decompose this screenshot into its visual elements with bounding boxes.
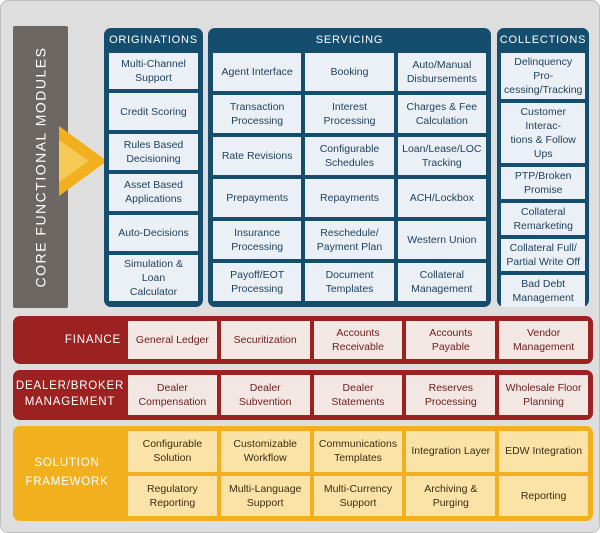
dealer-broker-band: DEALER/BROKER MANAGEMENT Dealer Compensa… (13, 370, 593, 420)
servicing-grid: Agent Interface Booking Auto/Manual Disb… (213, 53, 486, 301)
core-label-text: CORE FUNCTIONAL MODULES (32, 46, 49, 288)
dealer-broker-label: DEALER/BROKER MANAGEMENT (15, 380, 125, 408)
servicing-title: SERVICING (315, 34, 384, 46)
core-functional-modules-label: CORE FUNCTIONAL MODULES (13, 26, 68, 308)
finance-band: FINANCE General Ledger Securitization Ac… (13, 316, 593, 364)
dealer-item: Reserves Processing (406, 375, 496, 415)
servicing-item: Rate Revisions (213, 137, 302, 175)
finance-item: Accounts Receivable (313, 321, 403, 359)
collections-item: Bad Debt Management (501, 275, 586, 307)
servicing-item: ACH/Lockbox (397, 179, 486, 217)
dealer-item: Wholesale Floor Planning (499, 375, 588, 415)
finance-item: General Ledger (128, 321, 217, 359)
servicing-item: Booking (305, 53, 394, 91)
collections-title: COLLECTIONS (499, 34, 587, 46)
solution-item: EDW Integration (499, 431, 588, 472)
dealer-grid: Dealer Compensation Dealer Subvention De… (128, 375, 588, 415)
solution-item: Configurable Solution (128, 431, 217, 472)
servicing-item: Loan/Lease/LOC Tracking (397, 137, 486, 175)
originations-panel: ORIGINATIONS Multi-Channel Support Credi… (104, 28, 203, 307)
servicing-item: Interest Processing (305, 95, 394, 133)
solution-item: Multi-Currency Support (313, 475, 403, 516)
finance-item: Accounts Payable (406, 321, 496, 359)
servicing-item: Charges & Fee Calculation (397, 95, 486, 133)
solution-item: Archiving & Purging (406, 475, 496, 516)
finance-label: FINANCE (64, 334, 121, 346)
servicing-item: Transaction Processing (213, 95, 302, 133)
servicing-item: Agent Interface (213, 53, 302, 91)
servicing-item: Repayments (305, 179, 394, 217)
solution-item: Customizable Workflow (220, 431, 310, 472)
collections-grid: Delinquency Pro- cessing/Tracking Custom… (501, 53, 586, 307)
collections-item: Customer Interac- tions & Follow Ups (501, 103, 586, 163)
originations-item: Auto-Decisions (109, 214, 198, 251)
finance-grid: General Ledger Securitization Accounts R… (128, 321, 588, 359)
servicing-item: Configurable Schedules (305, 137, 394, 175)
collections-item: Collateral Full/ Partial Write Off (501, 239, 586, 271)
servicing-item: Auto/Manual Disbursements (397, 53, 486, 91)
servicing-item: Collateral Management (397, 263, 486, 301)
servicing-item: Insurance Processing (213, 221, 302, 259)
solution-item: Regulatory Reporting (128, 475, 217, 516)
solution-framework-label: SOLUTION FRAMEWORK (25, 457, 109, 488)
servicing-item: Prepayments (213, 179, 302, 217)
originations-item: Rules Based Decisioning (109, 133, 198, 171)
yellow-arrow-icon (59, 126, 107, 196)
servicing-panel: SERVICING Agent Interface Booking Auto/M… (208, 28, 491, 307)
dealer-item: Dealer Subvention (220, 375, 310, 415)
solution-framework-band: SOLUTION FRAMEWORK Configurable Solution… (13, 426, 593, 521)
solution-item: Reporting (499, 475, 588, 516)
solution-item: Integration Layer (406, 431, 496, 472)
originations-item: Credit Scoring (109, 93, 198, 130)
servicing-item: Reschedule/ Payment Plan (305, 221, 394, 259)
solution-item: Communications Templates (313, 431, 403, 472)
originations-item: Multi-Channel Support (109, 53, 198, 90)
solution-item: Multi-Language Support (220, 475, 310, 516)
dealer-item: Dealer Statements (313, 375, 403, 415)
servicing-item: Document Templates (305, 263, 394, 301)
solution-grid: Configurable Solution Customizable Workf… (128, 431, 588, 516)
collections-item: Collateral Remarketing (501, 203, 586, 235)
dealer-item: Dealer Compensation (128, 375, 217, 415)
collections-item: Delinquency Pro- cessing/Tracking (501, 53, 586, 99)
originations-title: ORIGINATIONS (109, 34, 198, 46)
servicing-item: Western Union (397, 221, 486, 259)
finance-item: Securitization (220, 321, 310, 359)
originations-item: Simulation & Loan Calculator (109, 255, 198, 301)
collections-item: PTP/Broken Promise (501, 167, 586, 199)
originations-grid: Multi-Channel Support Credit Scoring Rul… (109, 53, 198, 301)
originations-item: Asset Based Applications (109, 174, 198, 211)
servicing-item: Payoff/EOT Processing (213, 263, 302, 301)
collections-panel: COLLECTIONS Delinquency Pro- cessing/Tra… (497, 28, 589, 307)
finance-item: Vendor Management (499, 321, 588, 359)
